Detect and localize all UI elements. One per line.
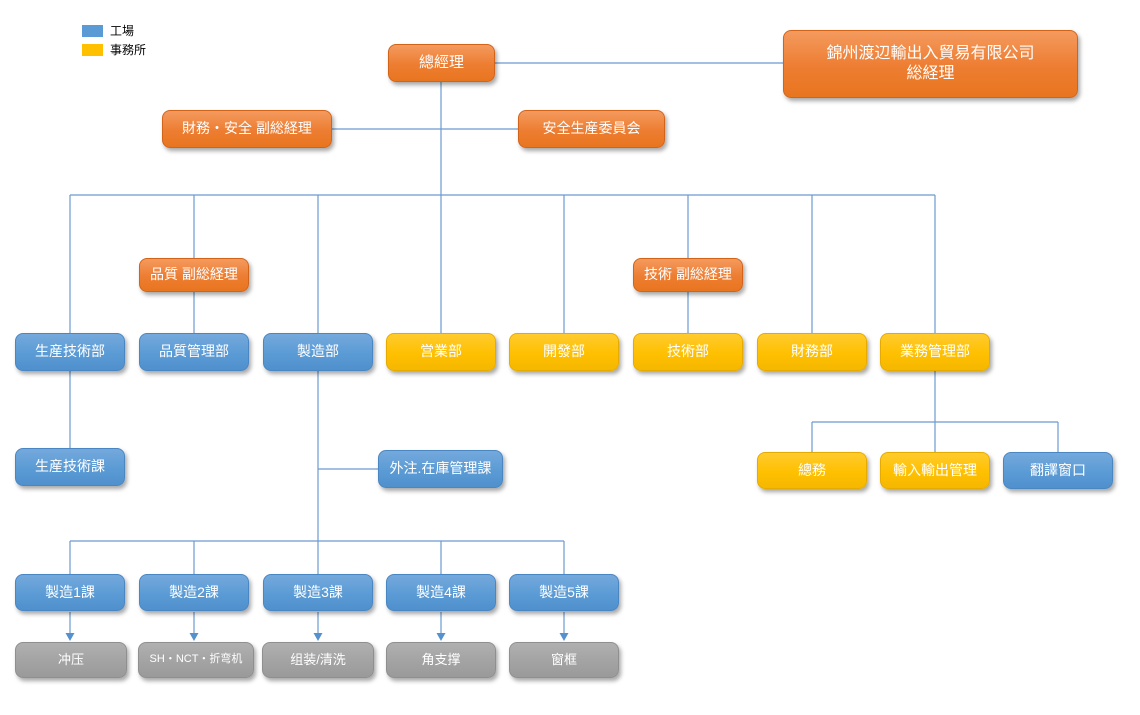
node-sh-nct-bending: SH・NCT・折弯机 xyxy=(138,642,254,678)
factory-color-swatch xyxy=(82,24,103,37)
node-business-admin-dept: 業務管理部 xyxy=(880,333,990,371)
company-gm-title: 総経理 xyxy=(906,65,955,82)
legend-item-office: 事務所 xyxy=(82,41,146,58)
node-technology-vice-gm: 技術 副総経理 xyxy=(633,258,743,292)
node-manufacturing-section-3: 製造3課 xyxy=(263,574,373,611)
node-manufacturing-dept: 製造部 xyxy=(263,333,373,371)
legend-label-office: 事務所 xyxy=(110,43,147,57)
node-import-export-admin: 輸入輸出管理 xyxy=(880,452,990,489)
node-safety-production-committee: 安全生産委員会 xyxy=(518,110,665,148)
node-manufacturing-section-2: 製造2課 xyxy=(139,574,249,611)
node-manufacturing-section-1: 製造1課 xyxy=(15,574,125,611)
node-manufacturing-section-5: 製造5課 xyxy=(509,574,619,611)
node-development-dept: 開發部 xyxy=(509,333,619,371)
legend-label-factory: 工場 xyxy=(110,24,135,38)
node-finance-safety-vice-gm: 財務・安全 副総経理 xyxy=(162,110,332,148)
node-company-general-manager: 錦州渡辺輸出入貿易有限公司 総経理 xyxy=(783,30,1078,98)
node-production-tech-section: 生産技術課 xyxy=(15,448,125,486)
node-technology-dept: 技術部 xyxy=(633,333,743,371)
node-production-tech-dept: 生産技術部 xyxy=(15,333,125,371)
node-outsourcing-inventory-section: 外注.在庫管理課 xyxy=(378,450,503,488)
node-manufacturing-section-4: 製造4課 xyxy=(386,574,496,611)
company-name: 錦州渡辺輸出入貿易有限公司 xyxy=(826,45,1035,62)
office-color-swatch xyxy=(82,43,103,56)
node-stamping: 冲压 xyxy=(15,642,127,678)
node-sales-dept: 営業部 xyxy=(386,333,496,371)
down-arrowheads xyxy=(65,633,569,641)
node-window-frame: 窗框 xyxy=(509,642,619,678)
node-finance-dept: 財務部 xyxy=(757,333,867,371)
node-quality-control-dept: 品質管理部 xyxy=(139,333,249,371)
legend: 工場 事務所 xyxy=(82,22,146,60)
node-assembly-cleaning: 组装/清洗 xyxy=(262,642,374,678)
node-translation-window: 翻譯窗口 xyxy=(1003,452,1113,489)
node-corner-support: 角支撑 xyxy=(386,642,496,678)
node-general-affairs: 總務 xyxy=(757,452,867,489)
legend-item-factory: 工場 xyxy=(82,22,146,39)
node-quality-vice-gm: 品質 副総経理 xyxy=(139,258,249,292)
node-general-manager: 總經理 xyxy=(388,44,495,82)
